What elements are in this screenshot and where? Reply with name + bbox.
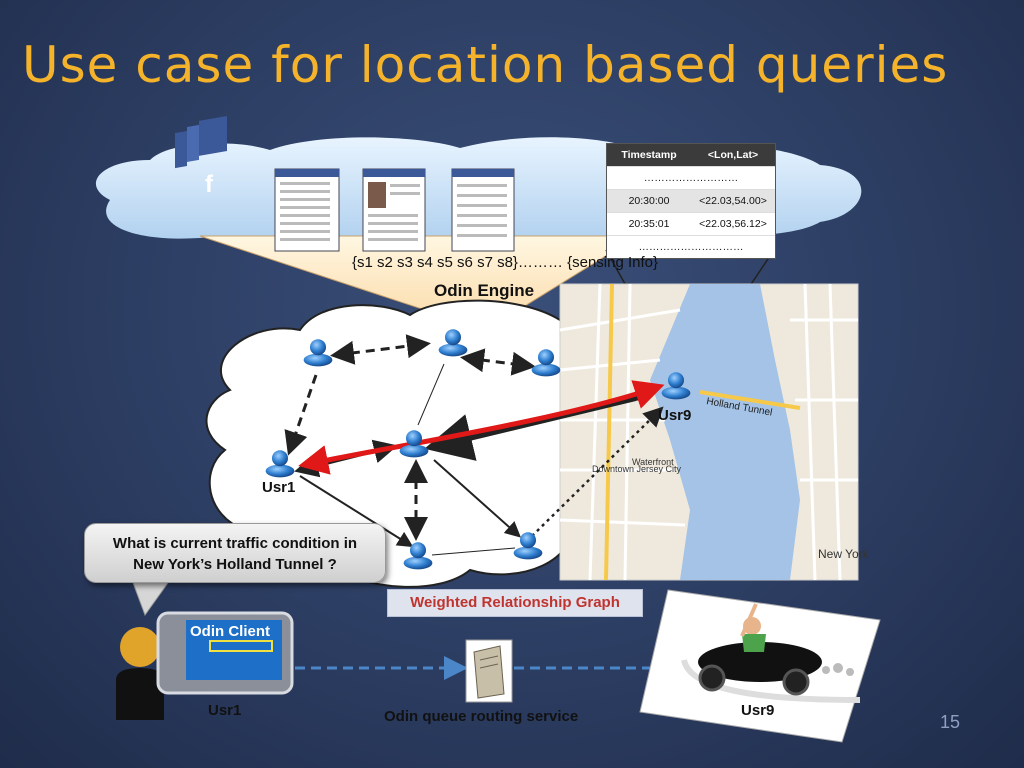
table-row: 20:35:01 <22.03,56.12> — [607, 212, 775, 235]
table-cell: ………………………… — [607, 241, 775, 253]
map-label-waterfront: Waterfront — [632, 457, 674, 467]
table-header: Timestamp <Lon,Lat> — [607, 144, 775, 166]
table-header-cell: <Lon,Lat> — [691, 149, 775, 161]
table-cell: 20:30:00 — [607, 195, 691, 207]
table-header-cell: Timestamp — [607, 149, 691, 161]
table-row: ……………………… — [607, 166, 775, 189]
map-panel: Holland Tunnel Downtown Jersey City Wate… — [560, 284, 870, 580]
server-icon — [466, 640, 512, 702]
routing-service-label: Odin queue routing service — [384, 708, 578, 725]
sensing-info-label: {s1 s2 s3 s4 s5 s6 s7 s8}……… {sensing In… — [352, 254, 658, 271]
usr1-graph-label: Usr1 — [262, 479, 295, 496]
map-label-new-york: New York — [818, 547, 870, 561]
odin-engine-label: Odin Engine — [434, 281, 534, 301]
car-driver-image — [640, 590, 880, 742]
table-row: 20:30:00 <22.03,54.00> — [607, 189, 775, 212]
timestamp-location-table: Timestamp <Lon,Lat> ……………………… 20:30:00 <… — [606, 143, 776, 259]
odin-client-label: Odin Client — [190, 623, 270, 640]
question-line-1: What is current traffic condition in — [85, 533, 385, 554]
facebook-screenshot-1 — [275, 169, 339, 251]
svg-text:f: f — [205, 171, 214, 198]
facebook-screenshot-3 — [452, 169, 514, 251]
usr9-bottom-label: Usr9 — [741, 702, 774, 719]
table-cell: <22.03,56.12> — [691, 218, 775, 230]
usr1-bottom-label: Usr1 — [208, 702, 241, 719]
question-line-2: New York’s Holland Tunnel ? — [85, 554, 385, 575]
graph-label: Weighted Relationship Graph — [387, 589, 643, 617]
facebook-screenshot-2 — [363, 169, 425, 251]
question-bubble: What is current traffic condition in New… — [84, 523, 386, 583]
usr9-graph-label: Usr9 — [658, 407, 691, 424]
slide-number: 15 — [940, 712, 960, 733]
table-cell: ……………………… — [607, 172, 775, 184]
table-cell: 20:35:01 — [607, 218, 691, 230]
table-cell: <22.03,54.00> — [691, 195, 775, 207]
